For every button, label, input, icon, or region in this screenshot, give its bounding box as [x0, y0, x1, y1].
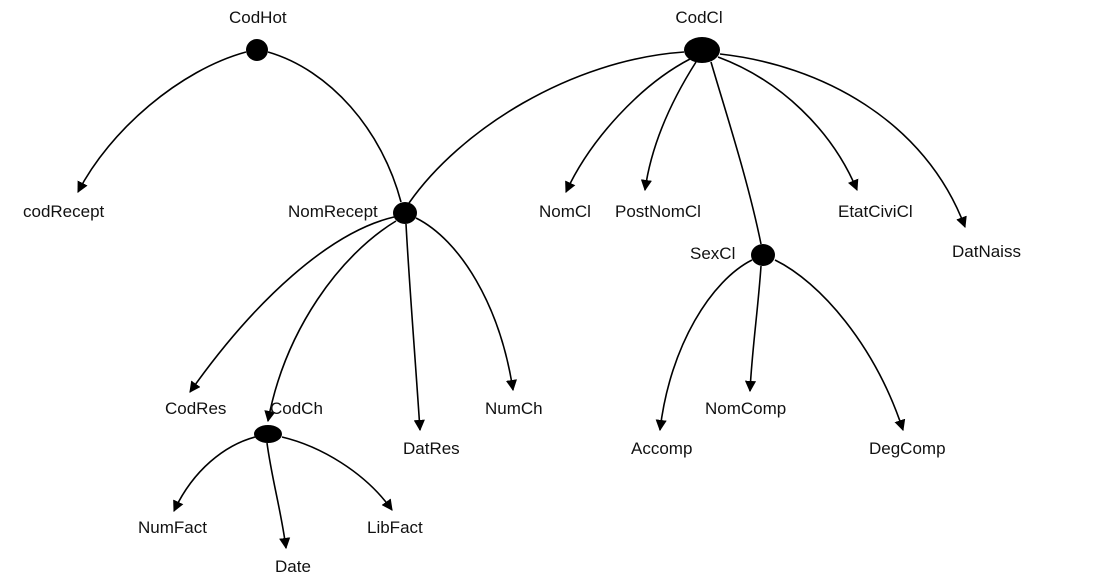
- node-CodCh[interactable]: [254, 425, 282, 443]
- edge-CodCh-to-LibFact: [281, 436, 393, 511]
- edge-CodHot-to-codRecept: [77, 51, 247, 193]
- edge-CodCh-to-NumFact: [173, 436, 256, 513]
- attribute-label-EtatCiviCl: EtatCiviCl: [838, 202, 913, 221]
- nodes-layer: [246, 37, 775, 443]
- attribute-label-LibFact: LibFact: [367, 518, 423, 537]
- attribute-label-DatRes: DatRes: [403, 439, 460, 458]
- attribute-label-CodRes: CodRes: [165, 399, 226, 418]
- attribute-label-DatNaiss: DatNaiss: [952, 242, 1021, 261]
- node-CodCl[interactable]: [684, 37, 720, 63]
- node-label-CodCl: CodCl: [675, 8, 722, 27]
- edge-CodCl-to-PostNomCl: [640, 61, 697, 192]
- edge-SexCl-to-DegComp: [774, 259, 906, 432]
- attribute-label-Date: Date: [275, 557, 311, 576]
- attribute-label-NomComp: NomComp: [705, 399, 786, 418]
- attribute-label-NumCh: NumCh: [485, 399, 543, 418]
- edge-CodCl-to-NomCl: [565, 58, 691, 194]
- edge-NomRecept-to-CodRes: [189, 216, 395, 393]
- node-SexCl[interactable]: [751, 244, 775, 266]
- edge-SexCl-to-NomComp: [744, 265, 762, 393]
- attribute-label-codRecept: codRecept: [23, 202, 105, 221]
- edge-CodHot-to-NomRecept: [267, 51, 402, 203]
- attribute-label-NomCl: NomCl: [539, 202, 591, 221]
- edge-CodCl-to-NomRecept: [408, 51, 685, 204]
- attribute-label-DegComp: DegComp: [869, 439, 946, 458]
- node-label-CodCh: CodCh: [270, 399, 323, 418]
- edge-CodCl-to-EtatCiviCl: [717, 56, 859, 192]
- edge-CodCl-to-SexCl: [710, 61, 762, 245]
- attribute-label-PostNomCl: PostNomCl: [615, 202, 701, 221]
- edge-CodCl-to-DatNaiss: [719, 53, 967, 229]
- node-label-SexCl: SexCl: [690, 244, 735, 263]
- node-CodHot[interactable]: [246, 39, 268, 61]
- edges-layer: [77, 51, 967, 550]
- edge-NomRecept-to-CodCh: [264, 220, 397, 423]
- edge-CodCh-to-Date: [266, 442, 291, 550]
- node-label-CodHot: CodHot: [229, 8, 287, 27]
- node-label-NomRecept: NomRecept: [288, 202, 378, 221]
- edge-SexCl-to-Accomp: [655, 259, 753, 432]
- node-NomRecept[interactable]: [393, 202, 417, 224]
- attribute-label-Accomp: Accomp: [631, 439, 692, 458]
- attribute-label-NumFact: NumFact: [138, 518, 207, 537]
- edge-NomRecept-to-NumCh: [415, 217, 518, 392]
- edge-NomRecept-to-DatRes: [405, 223, 425, 432]
